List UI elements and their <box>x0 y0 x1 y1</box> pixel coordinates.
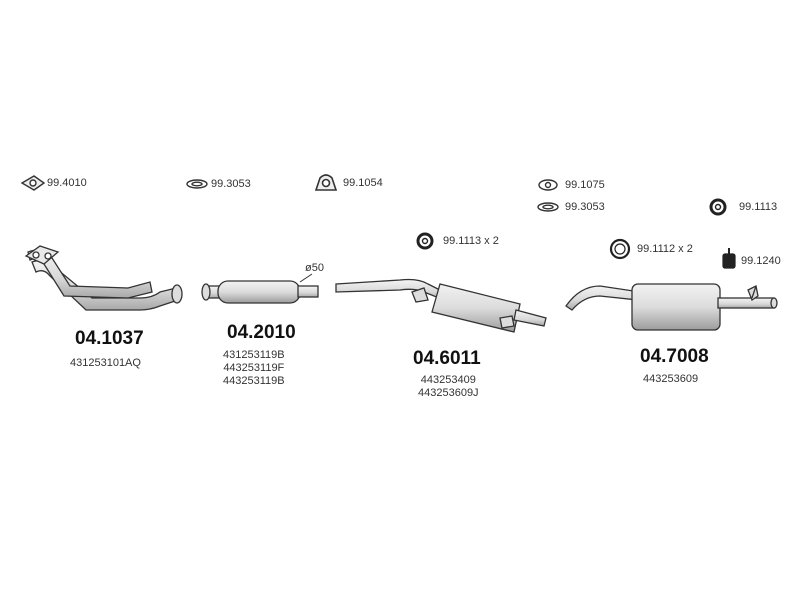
part-number: 04.7008 <box>640 346 709 367</box>
accessory-label: 99.1112 x 2 <box>637 243 693 255</box>
accessory-label: 99.1113 <box>739 201 778 213</box>
rubber-hanger-icon <box>416 232 434 250</box>
accessory-label: 99.3053 <box>211 178 251 190</box>
flange-ring-icon <box>538 179 558 191</box>
oem-reference: 443253119B <box>223 375 285 387</box>
clamp-icon <box>314 174 338 191</box>
rear-silencer-drawing <box>565 283 778 331</box>
ring-gasket-icon <box>186 179 208 189</box>
oem-reference: 431253101AQ <box>70 357 141 369</box>
oem-reference-list: 443253409 443253609J <box>418 374 479 400</box>
oem-reference-list: 431253101AQ <box>70 357 141 370</box>
accessory-label: 99.1113 x 2 <box>443 235 499 247</box>
oem-reference: 443253409 <box>420 374 476 386</box>
rubber-hanger-icon <box>709 198 727 216</box>
oem-reference-list: 443253609 <box>643 373 698 386</box>
oem-reference: 431253119B <box>223 349 285 361</box>
part-number: 04.1037 <box>75 328 144 349</box>
part-number: 04.6011 <box>413 348 481 369</box>
oem-reference: 443253119F <box>223 362 285 374</box>
centre-muffler-drawing <box>201 273 319 304</box>
oem-reference: 443253609J <box>418 387 479 399</box>
ring-gasket-icon <box>537 202 559 212</box>
accessory-label: 99.1240 <box>741 255 781 267</box>
accessory-label: 99.3053 <box>565 201 605 213</box>
rubber-mount-icon <box>722 248 736 269</box>
middle-silencer-drawing <box>335 278 547 333</box>
rubber-ring-icon <box>609 238 631 260</box>
oem-reference-list: 431253119B 443253119F 443253119B <box>223 349 285 388</box>
accessory-label: 99.1054 <box>343 177 383 189</box>
oem-reference: 443253609 <box>643 373 699 385</box>
front-pipe-drawing <box>24 245 183 311</box>
accessory-label: 99.1075 <box>565 179 605 191</box>
part-number: 04.2010 <box>227 322 296 343</box>
accessory-label: 99.4010 <box>47 177 87 189</box>
diameter-label: ø50 <box>305 262 324 274</box>
flange-gasket-icon <box>20 175 46 191</box>
